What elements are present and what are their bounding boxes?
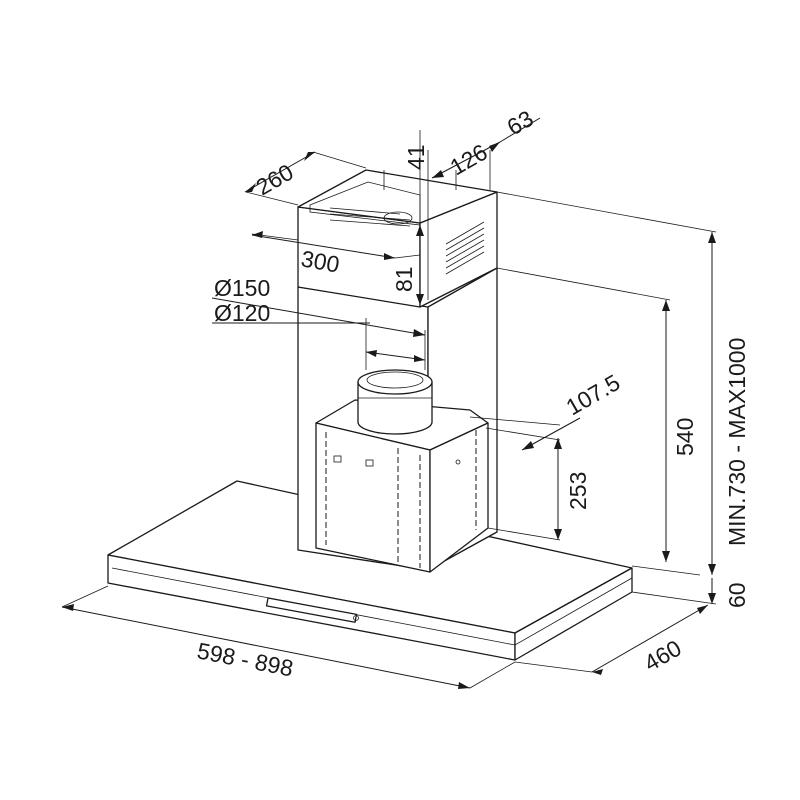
outlet-collar (357, 369, 433, 435)
vent-grille (445, 221, 485, 275)
dim-canopy-width: 598 - 898 (195, 637, 295, 681)
dim-motor-height: 253 (565, 472, 591, 510)
motor-clip-1 (333, 455, 342, 463)
dim-top-depth: 260 (252, 159, 298, 201)
dim-outlet-large: Ø150 (214, 275, 270, 301)
motor-screw (455, 459, 461, 465)
dim-canopy-thickness: 60 (724, 582, 750, 608)
dim-total-height: MIN.730 - MAX1000 (724, 338, 750, 546)
motor-front-face (315, 422, 431, 573)
bracket-fan-hole (383, 211, 413, 225)
dimension-lines (61, 117, 717, 689)
dim-outlet-small: Ø120 (214, 300, 270, 326)
outlet-collar-rim (357, 369, 433, 395)
bracket-rib-1 (329, 207, 401, 215)
dim-chimney-height: 540 (672, 418, 698, 456)
dim-top-offset: 41 (403, 144, 429, 170)
outlet-collar-inner (366, 371, 424, 389)
bracket-rib-2 (329, 213, 411, 221)
motor-clip-2 (365, 459, 374, 467)
dim-top-height: 81 (391, 266, 417, 292)
dim-wall-offset: 107.5 (562, 369, 625, 420)
canopy-edge-line (111, 567, 633, 646)
outlet-collar-body (357, 381, 433, 435)
dim-back-offset: 63 (503, 105, 538, 140)
dim-motor-offset: 126 (446, 139, 492, 181)
dimension-arrows (62, 142, 716, 689)
control-panel (265, 597, 358, 623)
indicator-light (353, 615, 359, 621)
bracket-rib-3 (329, 219, 411, 227)
